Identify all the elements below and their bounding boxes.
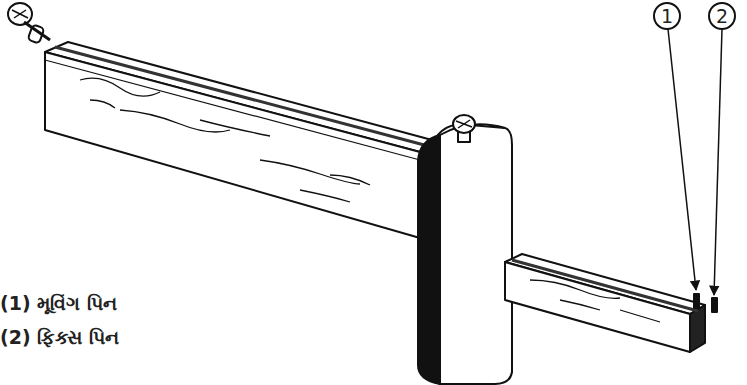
part-label: (2) ફિક્સ પિન bbox=[0, 326, 119, 349]
leader-line bbox=[668, 29, 696, 290]
part-label: (1) મૂવિંગ પિન bbox=[0, 292, 117, 315]
thumb-screw bbox=[8, 3, 32, 25]
callout-circle bbox=[709, 3, 735, 29]
head-side bbox=[418, 135, 440, 384]
callout-circle bbox=[654, 3, 680, 29]
callout-number: 1 bbox=[654, 3, 680, 29]
gauge-head bbox=[430, 124, 512, 384]
leader-line bbox=[714, 29, 722, 295]
beam-face bbox=[45, 52, 420, 238]
beam-face bbox=[505, 262, 690, 352]
moving-pin bbox=[694, 294, 699, 308]
callout-number: 2 bbox=[709, 3, 735, 29]
fixed-pin bbox=[712, 298, 717, 312]
